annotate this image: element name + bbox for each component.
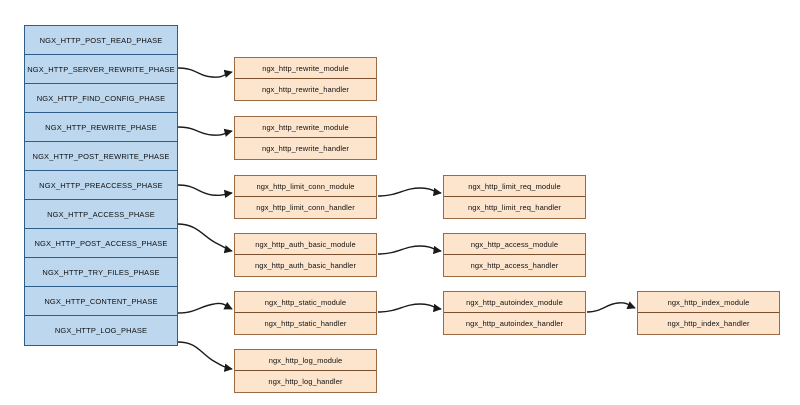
- edge-content-phase-to-static-module: [177, 301, 233, 314]
- module-box-rewrite[interactable]: ngx_http_rewrite_module ngx_http_rewrite_…: [234, 116, 377, 160]
- edge-limit-conn-to-limit-req: [377, 187, 442, 197]
- module-box-autoindex[interactable]: ngx_http_autoindex_module ngx_http_autoin…: [443, 291, 586, 335]
- module-box-index[interactable]: ngx_http_index_module ngx_http_index_hand…: [637, 291, 780, 335]
- phase-cell[interactable]: NGX_HTTP_POST_ACCESS_PHASE: [25, 229, 177, 258]
- module-box-log[interactable]: ngx_http_log_module ngx_http_log_handler: [234, 349, 377, 393]
- handler-name: ngx_http_log_handler: [268, 377, 343, 386]
- module-name: ngx_http_limit_req_module: [444, 176, 585, 197]
- module-box-limit-conn[interactable]: ngx_http_limit_conn_module ngx_http_limit…: [234, 175, 377, 219]
- module-box-access[interactable]: ngx_http_access_module ngx_http_access_ha…: [443, 233, 586, 277]
- phase-cell[interactable]: NGX_HTTP_LOG_PHASE: [54, 326, 148, 335]
- edge-access-phase-to-auth-basic-module: [177, 223, 233, 254]
- module-name: ngx_http_auth_basic_module: [235, 234, 376, 255]
- module-name: ngx_http_limit_conn_module: [235, 176, 376, 197]
- module-name: ngx_http_static_module: [235, 292, 376, 313]
- module-name: ngx_http_log_module: [235, 350, 376, 371]
- phase-cell[interactable]: NGX_HTTP_REWRITE_PHASE: [25, 113, 177, 142]
- module-name: ngx_http_rewrite_module: [235, 117, 376, 138]
- phase-cell[interactable]: NGX_HTTP_TRY_FILES_PHASE: [25, 258, 177, 287]
- handler-name: ngx_http_rewrite_handler: [261, 144, 350, 153]
- module-box-static[interactable]: ngx_http_static_module ngx_http_static_ha…: [234, 291, 377, 335]
- module-box-limit-req[interactable]: ngx_http_limit_req_module ngx_http_limit_…: [443, 175, 586, 219]
- handler-name: ngx_http_rewrite_handler: [261, 85, 350, 94]
- edge-static-to-autoindex: [377, 303, 442, 313]
- phase-cell[interactable]: NGX_HTTP_POST_READ_PHASE: [25, 26, 177, 55]
- phase-cell[interactable]: NGX_HTTP_FIND_CONFIG_PHASE: [25, 84, 177, 113]
- module-name: ngx_http_access_module: [444, 234, 585, 255]
- handler-name: ngx_http_limit_req_handler: [467, 203, 562, 212]
- edge-autoindex-to-index: [586, 301, 636, 313]
- edge-preaccess-phase-to-limit-conn-module: [177, 184, 233, 199]
- handler-name: ngx_http_access_handler: [470, 261, 559, 270]
- edge-auth-basic-to-access: [377, 245, 442, 255]
- module-name: ngx_http_index_module: [638, 292, 779, 313]
- phase-cell[interactable]: NGX_HTTP_POST_REWRITE_PHASE: [25, 142, 177, 171]
- module-box-auth-basic[interactable]: ngx_http_auth_basic_module ngx_http_auth_…: [234, 233, 377, 277]
- phase-cell[interactable]: NGX_HTTP_SERVER_REWRITE_PHASE: [25, 55, 177, 84]
- handler-name: ngx_http_auth_basic_handler: [254, 261, 357, 270]
- phase-cell[interactable]: NGX_HTTP_ACCESS_PHASE: [25, 200, 177, 229]
- phase-cell[interactable]: NGX_HTTP_PREACCESS_PHASE: [25, 171, 177, 200]
- module-name: ngx_http_autoindex_module: [444, 292, 585, 313]
- handler-name: ngx_http_index_handler: [667, 319, 750, 328]
- edge-server-rewrite-phase-to-rewrite-module: [177, 67, 233, 78]
- phase-cell[interactable]: NGX_HTTP_CONTENT_PHASE: [25, 287, 177, 316]
- handler-name: ngx_http_autoindex_handler: [465, 319, 564, 328]
- handler-name: ngx_http_limit_conn_handler: [256, 203, 355, 212]
- module-name: ngx_http_rewrite_module: [235, 58, 376, 79]
- edge-rewrite-phase-to-rewrite-module: [177, 126, 233, 137]
- edge-log-phase-to-log-module: [177, 341, 233, 372]
- module-box-server-rewrite[interactable]: ngx_http_rewrite_module ngx_http_rewrite_…: [234, 57, 377, 101]
- handler-name: ngx_http_static_handler: [264, 319, 347, 328]
